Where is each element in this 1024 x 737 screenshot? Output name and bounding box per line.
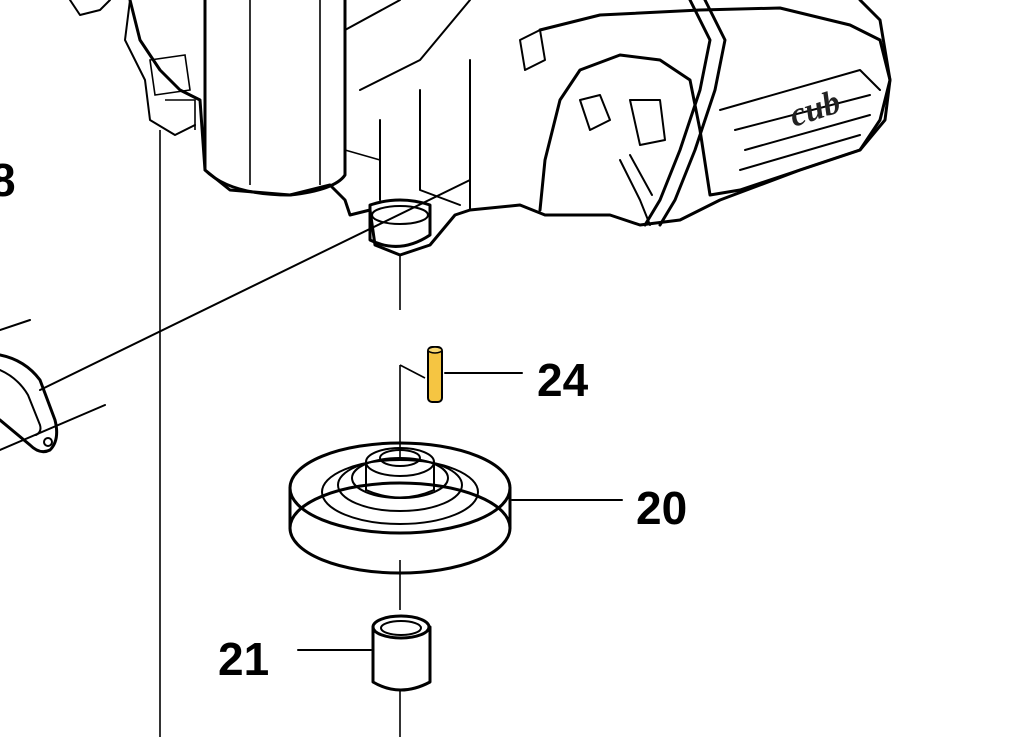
callout-18: 8 bbox=[0, 154, 16, 206]
outlet-pipe bbox=[0, 179, 471, 454]
logo-cub: cub bbox=[785, 84, 845, 135]
assembly-centerlines bbox=[159, 130, 426, 737]
callout-24: 24 bbox=[537, 354, 589, 406]
pulley-part-20 bbox=[288, 441, 512, 575]
engine-assembly bbox=[69, 0, 892, 257]
callout-20: 20 bbox=[636, 482, 687, 534]
callout-21: 21 bbox=[218, 633, 269, 685]
bushing-part-21 bbox=[371, 614, 432, 692]
pin-part-24 bbox=[427, 346, 443, 403]
